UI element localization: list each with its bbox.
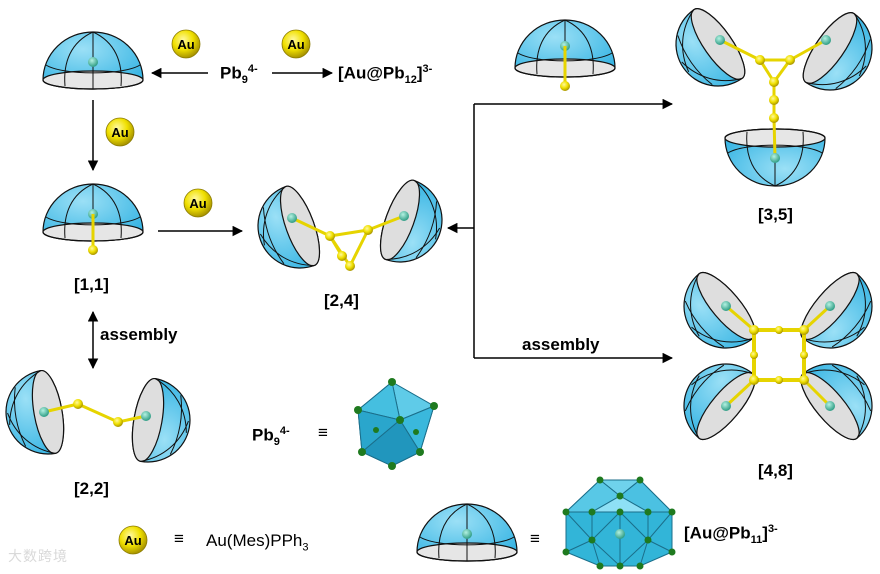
watermark: 大数跨境 bbox=[8, 549, 68, 565]
au-ball-1: Au bbox=[171, 29, 201, 59]
au-mes-pph3-label: Au(Mes)PPh3 bbox=[206, 531, 309, 554]
cluster-2-2-label: [2,2] bbox=[74, 479, 109, 498]
cluster-4-8-label: [4,8] bbox=[758, 461, 793, 480]
cluster-3-5-label: [3,5] bbox=[758, 205, 793, 224]
au-ball-2: Au bbox=[281, 29, 311, 59]
au-pb11-label: [Au@Pb11]3- bbox=[684, 523, 778, 547]
svg-text:Au: Au bbox=[111, 125, 128, 140]
svg-text:Au: Au bbox=[287, 37, 304, 52]
cluster-1-1-label: [1,1] bbox=[74, 275, 109, 294]
hemisphere-legend bbox=[416, 503, 518, 562]
pb9-legend-label: Pb94- bbox=[252, 425, 290, 449]
svg-text:Au: Au bbox=[189, 196, 206, 211]
cluster-2-2 bbox=[0, 367, 198, 470]
pb9-polyhedron bbox=[354, 378, 438, 470]
au-ball-legend: Au bbox=[118, 525, 148, 555]
hemisphere-top-left bbox=[42, 31, 144, 90]
hemisphere-equiv-sign: ≡ bbox=[530, 529, 540, 548]
cluster-2-4-label: [2,4] bbox=[324, 291, 359, 310]
au-pb12-label: [Au@Pb12]3- bbox=[338, 63, 433, 87]
pb9-label: Pb94- bbox=[220, 63, 258, 87]
hemisphere-with-gold bbox=[514, 19, 616, 91]
cluster-2-4 bbox=[245, 175, 455, 281]
cluster-4-8 bbox=[666, 264, 880, 448]
au-ball-3: Au bbox=[105, 117, 135, 147]
assembly-right-label: assembly bbox=[522, 335, 600, 354]
au-pb11-polyhedron bbox=[562, 476, 676, 570]
pb9-equiv-sign: ≡ bbox=[318, 423, 328, 442]
assembly-left-label: assembly bbox=[100, 325, 178, 344]
au-ball-4: Au bbox=[183, 188, 213, 218]
svg-text:Au: Au bbox=[177, 37, 194, 52]
svg-text:Au: Au bbox=[124, 533, 141, 548]
cluster-1-1 bbox=[42, 183, 144, 255]
au-equiv-sign: ≡ bbox=[174, 529, 184, 548]
cluster-3-5 bbox=[658, 0, 880, 187]
